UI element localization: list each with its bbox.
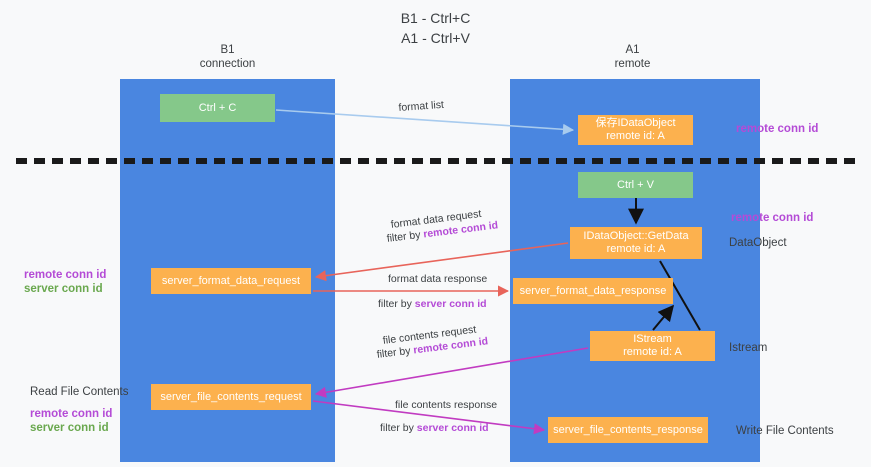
edge-label-format-data-response: format data response <box>388 272 487 286</box>
edge-label-file-contents-response-filter-prefix: filter by <box>380 422 417 434</box>
column-header-b1-name: B1 <box>220 44 235 56</box>
node-idataobject-getdata-label: IDataObject::GetData <box>583 230 689 242</box>
column-header-a1-name: A1 <box>625 44 640 56</box>
node-server-file-contents-response[interactable]: server_file_contents_response <box>548 417 708 443</box>
node-istream[interactable]: IStream remote id: A <box>590 331 715 361</box>
column-header-b1: B1 connection <box>155 44 300 71</box>
title-line-1: B1 - Ctrl+C <box>400 10 471 26</box>
node-server-format-data-response-label: server_format_data_response <box>519 284 667 297</box>
annotation-left-read-file-contents-group: Read File Contents remote conn id server… <box>30 385 128 435</box>
column-header-b1-role: connection <box>199 57 256 70</box>
annotation-left-server-conn-id-2: server conn id <box>30 422 109 434</box>
annotation-left-remote-conn-id-2: remote conn id <box>30 408 113 420</box>
node-ctrl-v-label: Ctrl + V <box>617 178 654 191</box>
page-title: B1 - Ctrl+C A1 - Ctrl+V <box>0 8 871 48</box>
edge-label-file-contents-response: file contents response <box>395 398 497 412</box>
node-server-format-data-response[interactable]: server_format_data_response <box>513 278 673 304</box>
edge-label-file-contents-response-filter: filter by server conn id <box>380 421 489 435</box>
node-idataobject-getdata-sub: remote id: A <box>606 243 666 255</box>
annotation-left-remote-conn-id: remote conn id <box>24 269 107 281</box>
edge-label-file-contents-response-text: file contents response <box>395 399 498 411</box>
edge-label-format-data-response-text: format data response <box>388 273 488 285</box>
node-server-file-contents-request-label: server_file_contents_request <box>160 390 302 403</box>
annotation-left-conn-ids: remote conn id server conn id <box>24 268 106 296</box>
annotation-write-file-contents: Write File Contents <box>736 425 834 437</box>
node-idataobject-getdata[interactable]: IDataObject::GetData remote id: A <box>570 227 702 259</box>
edge-label-format-data-request-filter-prefix: filter by <box>386 228 425 245</box>
edge-label-file-contents-request-filter-prefix: filter by <box>376 344 415 361</box>
node-istream-sub: remote id: A <box>623 346 682 358</box>
edge-label-file-contents-response-filter-key: server conn id <box>416 422 489 434</box>
node-server-file-contents-response-label: server_file_contents_response <box>553 423 703 436</box>
annotation-dataobject: DataObject <box>729 237 787 249</box>
edge-label-format-data-response-filter: filter by server conn id <box>378 297 487 311</box>
annotation-istream: Istream <box>729 342 768 354</box>
node-save-idataobject-label: 保存IDataObject <box>595 117 676 129</box>
edge-label-format-list: format list <box>398 98 444 115</box>
node-server-format-data-request-label: server_format_data_request <box>161 274 301 287</box>
edge-label-format-list-text: format list <box>398 98 445 114</box>
edge-label-format-data-response-filter-prefix: filter by <box>378 298 415 310</box>
node-ctrl-v[interactable]: Ctrl + V <box>578 172 693 198</box>
title-line-2: A1 - Ctrl+V <box>401 30 470 46</box>
node-server-file-contents-request[interactable]: server_file_contents_request <box>151 384 311 410</box>
node-save-idataobject[interactable]: 保存IDataObject remote id: A <box>578 115 693 145</box>
edge-label-format-data-response-filter-key: server conn id <box>414 298 487 310</box>
column-header-a1-role: remote <box>614 57 651 70</box>
annotation-remote-conn-id-mid: remote conn id <box>731 212 814 224</box>
node-ctrl-c-label: Ctrl + C <box>198 101 237 114</box>
node-server-format-data-request[interactable]: server_format_data_request <box>151 268 311 294</box>
annotation-read-file-contents: Read File Contents <box>30 386 129 398</box>
annotation-remote-conn-id-top: remote conn id <box>736 123 819 135</box>
node-ctrl-c[interactable]: Ctrl + C <box>160 94 275 122</box>
node-save-idataobject-sub: remote id: A <box>606 130 665 142</box>
column-header-a1: A1 remote <box>560 44 705 71</box>
node-istream-label: IStream <box>633 333 672 345</box>
annotation-left-server-conn-id: server conn id <box>24 283 103 295</box>
